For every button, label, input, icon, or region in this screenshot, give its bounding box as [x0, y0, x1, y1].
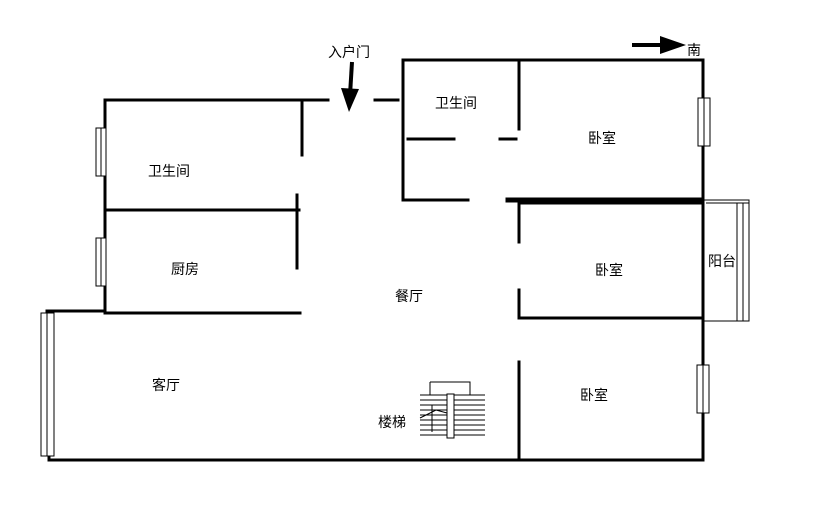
bathroom-top-label: 卫生间: [435, 96, 477, 112]
entrance-label: 入户门: [328, 44, 370, 61]
south-label: 南: [687, 43, 701, 59]
bathroom-left-label: 卫生间: [148, 164, 190, 180]
kitchen-label: 厨房: [171, 262, 199, 278]
stair-icon: [419, 381, 485, 439]
living-label: 客厅: [152, 377, 180, 394]
dining-label: 餐厅: [395, 289, 423, 305]
bedroom-mid-label: 卧室: [595, 262, 623, 279]
bedroom-bottom-label: 卧室: [580, 387, 608, 404]
bedroom-top-label: 卧室: [588, 130, 616, 147]
windows: [40, 97, 750, 457]
entrance-arrow-icon: [341, 61, 359, 112]
stairs-label: 楼梯: [378, 415, 406, 431]
south-compass-arrow-icon: [632, 36, 686, 54]
walls: [45, 58, 750, 462]
balcony-label: 阳台: [708, 254, 736, 270]
